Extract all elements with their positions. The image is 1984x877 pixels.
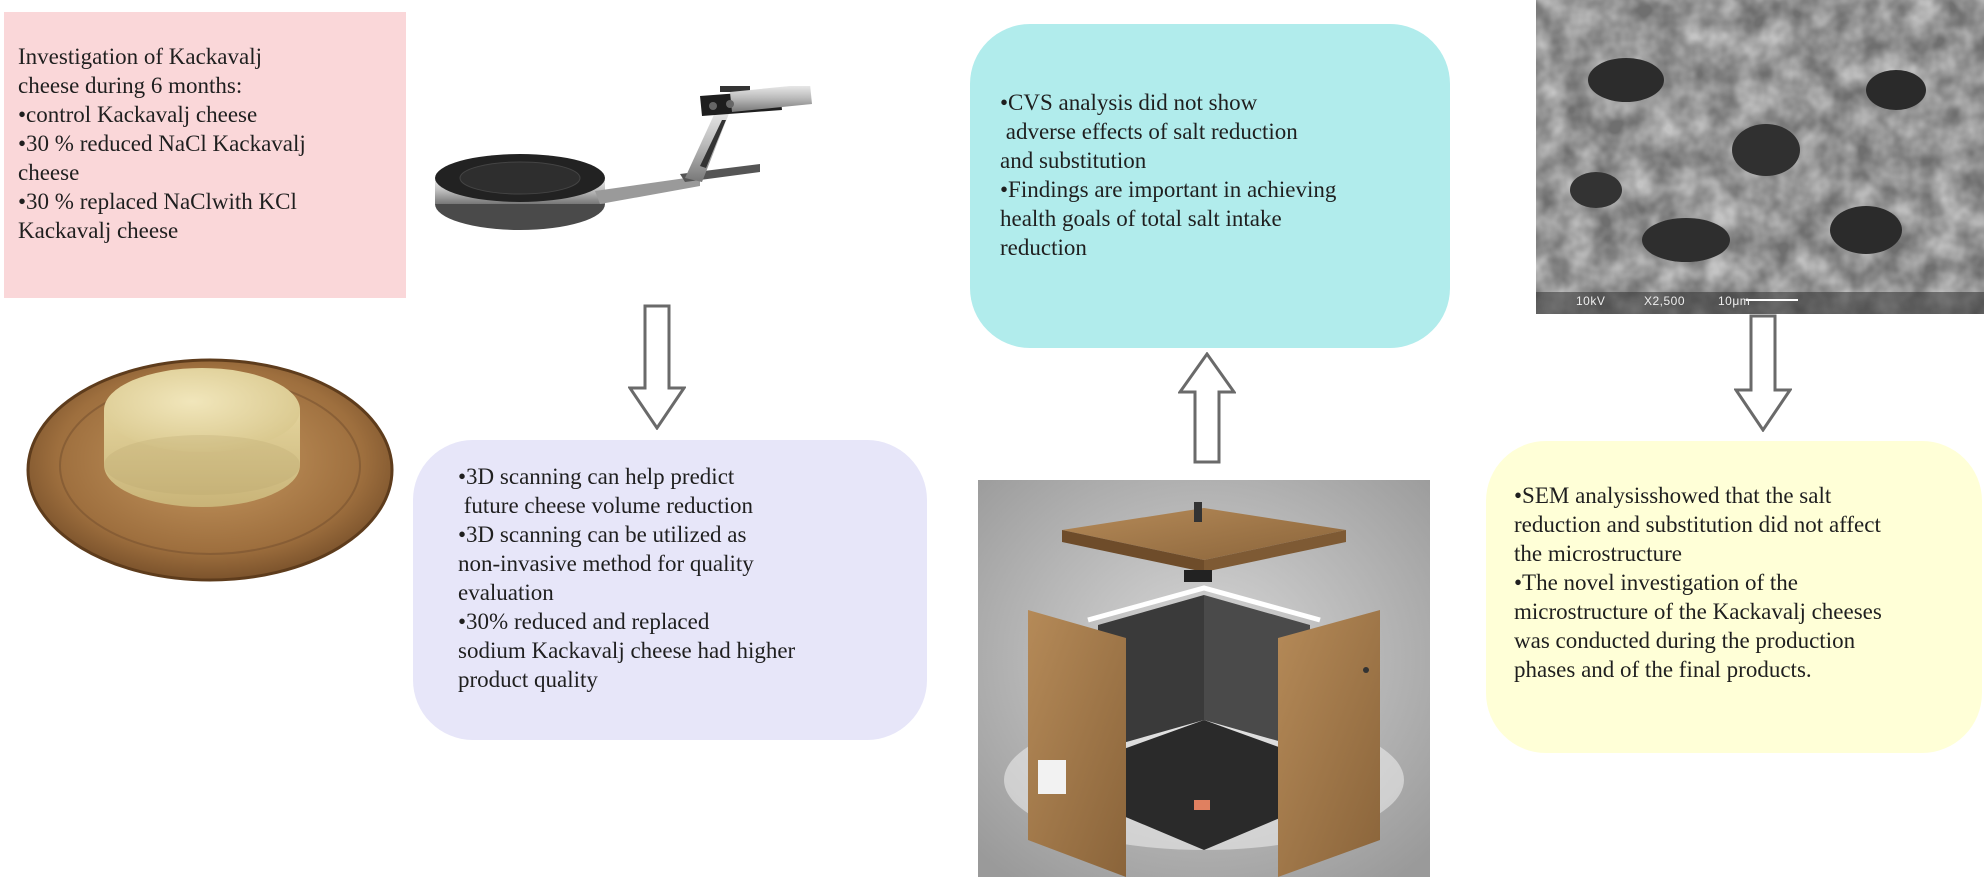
sem-findings-textbox: •SEM analysisshowed that the salt reduct… (1486, 441, 1982, 753)
3d-scanning-findings-textbox: •3D scanning can help predict future che… (413, 440, 927, 740)
cvs-line: •CVS analysis did not show (1000, 90, 1258, 115)
intro-line: •30 % replaced NaClwith KCl (18, 189, 297, 214)
cvs-line: reduction (1000, 235, 1087, 260)
intro-line: •control Kackavalj cheese (18, 102, 258, 127)
hollow-arrow-down-icon (628, 304, 686, 430)
intro-line: cheese (18, 160, 80, 185)
cvs-line: adverse effects of salt reduction (1000, 119, 1298, 144)
scanning-line: sodium Kackavalj cheese had higher (458, 638, 796, 663)
intro-textbox: Investigation of Kackavalj cheese during… (4, 12, 406, 298)
scanning-line: evaluation (458, 580, 554, 605)
computer-vision-chamber-image (978, 480, 1430, 877)
intro-line: Investigation of Kackavalj (18, 44, 262, 69)
cvs-line: and substitution (1000, 148, 1147, 173)
hollow-arrow-up-icon (1178, 352, 1236, 464)
sem-micrograph-image (1536, 0, 1984, 314)
sem-line: was conducted during the production (1514, 628, 1856, 653)
hollow-arrow-down-icon (1734, 314, 1792, 432)
sem-scale-label: 10μm (1718, 294, 1751, 308)
sem-line: phases and of the final products. (1514, 657, 1812, 682)
sem-line: the microstructure (1514, 541, 1682, 566)
cheese-on-board-image (26, 358, 394, 582)
sem-line: microstructure of the Kackavalj cheeses (1514, 599, 1882, 624)
scanning-line: •3D scanning can help predict (458, 464, 735, 489)
scanning-line: future cheese volume reduction (458, 493, 754, 518)
3d-scanner-image (435, 86, 812, 230)
sem-magnification-label: X2,500 (1644, 294, 1686, 308)
cvs-line: health goals of total salt intake (1000, 206, 1282, 231)
intro-line: Kackavalj cheese (18, 218, 179, 243)
intro-line: cheese during 6 months: (18, 73, 243, 98)
scanning-line: product quality (458, 667, 598, 692)
sem-line: reduction and substitution did not affec… (1514, 512, 1881, 537)
sem-voltage-label: 10kV (1576, 294, 1606, 308)
sem-line: •SEM analysisshowed that the salt (1514, 483, 1832, 508)
cvs-line: •Findings are important in achieving (1000, 177, 1337, 202)
cvs-findings-textbox: •CVS analysis did not show adverse effec… (970, 24, 1450, 348)
intro-line: •30 % reduced NaCl Kackavalj (18, 131, 306, 156)
scanning-line: non-invasive method for quality (458, 551, 754, 576)
scanning-line: •30% reduced and replaced (458, 609, 710, 634)
scanning-line: •3D scanning can be utilized as (458, 522, 747, 547)
sem-line: •The novel investigation of the (1514, 570, 1798, 595)
